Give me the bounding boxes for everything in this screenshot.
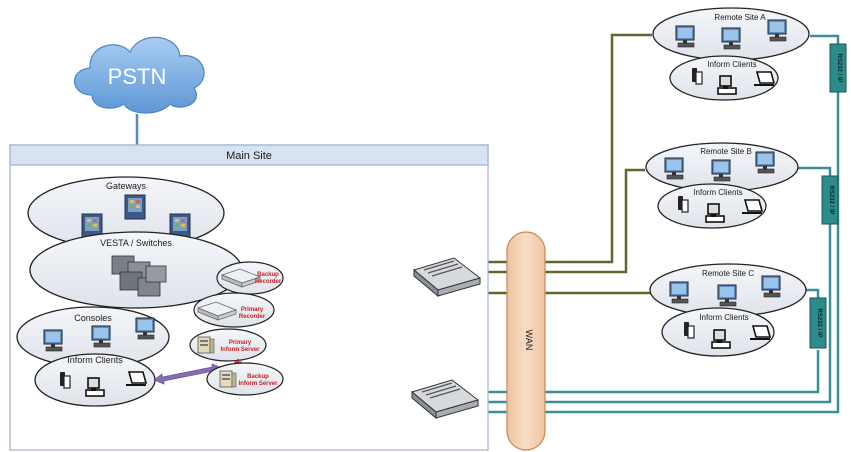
computer-icon: [767, 19, 787, 42]
computer-icon: [711, 159, 731, 182]
main-inform-clients-label: Inform Clients: [67, 355, 123, 365]
computer-icon: [669, 281, 689, 304]
gateways-label: Gateways: [106, 181, 147, 191]
computer-icon: [721, 27, 741, 50]
server-icon: [219, 370, 237, 388]
wan-cylinder: WAN: [506, 231, 546, 451]
link-serial-remote-b: [798, 166, 832, 176]
computer-icon: [761, 275, 781, 298]
consoles-group: Consoles: [16, 306, 170, 368]
link-uplink-remote-a: [470, 33, 652, 264]
serial-label-c: RS232 / IP: [816, 308, 822, 337]
serial-converter-c: RS232 / IP: [809, 297, 827, 349]
link-serial-remote-a: [810, 34, 840, 44]
switch-rack-icon: [111, 255, 167, 297]
remote-site-c-clients: Inform Clients: [699, 313, 748, 322]
link-serial-remote-c: [806, 288, 820, 298]
computer-icon: [135, 317, 155, 340]
serial-converter-a: RS232 / IP: [829, 43, 847, 93]
link-uplink-remote-b: [470, 168, 645, 274]
wan-label: WAN: [524, 330, 534, 351]
remote-site-b-title: Remote Site B: [700, 147, 752, 156]
serial-converter-b: RS232 / IP: [821, 175, 839, 225]
computer-icon: [664, 157, 684, 180]
serial-label-b: RS232 / IP: [828, 185, 834, 214]
remote-site-a: Remote Site A Inform Clients: [652, 7, 810, 101]
remote-site-b: Remote Site B Inform Clients: [645, 142, 799, 229]
computer-icon: [675, 25, 695, 48]
pstn-label: PSTN: [108, 64, 167, 89]
gateway-icon: [124, 194, 146, 220]
plus-icon: +: [234, 354, 242, 370]
vesta-label: VESTA / Switches: [100, 238, 172, 248]
computer-icon: [43, 329, 63, 352]
computer-icon: [755, 151, 775, 174]
remote-site-a-clients: Inform Clients: [707, 60, 756, 69]
computer-icon: [717, 284, 737, 307]
remote-site-c: Remote Site C Inform Clients: [649, 263, 807, 357]
remote-site-b-clients: Inform Clients: [693, 188, 742, 197]
remote-site-c-title: Remote Site C: [702, 269, 754, 278]
consoles-label: Consoles: [74, 313, 112, 323]
main-site-title: Main Site: [226, 150, 272, 162]
server-icon: [197, 336, 215, 354]
link-lower-serial-b: [474, 215, 832, 404]
computer-icon: [91, 325, 111, 348]
main-inform-clients-group: Inform Clients: [34, 353, 156, 407]
vesta-group: VESTA / Switches: [29, 231, 243, 309]
pstn-cloud: PSTN: [73, 36, 205, 114]
link-lower-serial-c: [474, 350, 820, 394]
serial-label-a: RS232 / IP: [836, 53, 842, 82]
remote-site-a-title: Remote Site A: [714, 13, 766, 22]
